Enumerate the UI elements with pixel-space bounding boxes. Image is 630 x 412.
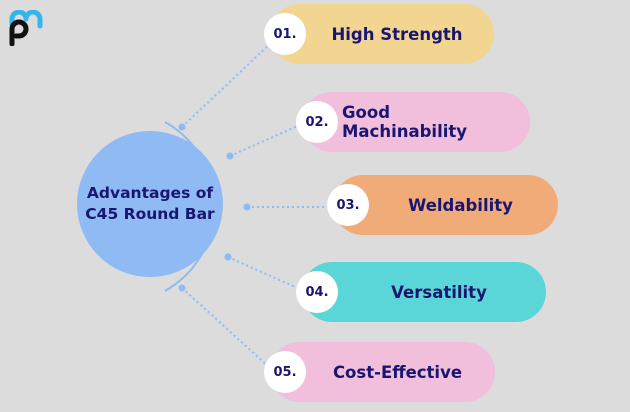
- item-label: High Strength: [331, 24, 463, 44]
- item-number: 01.: [264, 13, 306, 55]
- item-number: 04.: [296, 271, 338, 313]
- center-topic: Advantages of C45 Round Bar: [77, 131, 223, 277]
- item-number: 05.: [264, 351, 306, 393]
- item-number: 02.: [296, 101, 338, 143]
- advantage-item-5: 05. Cost-Effective: [264, 342, 495, 402]
- advantage-item-3: 03. Weldability: [327, 175, 558, 235]
- item-label: Weldability: [408, 195, 513, 215]
- advantage-item-2: 02. Good Machinability: [296, 92, 530, 152]
- center-topic-label: Advantages of C45 Round Bar: [85, 184, 215, 223]
- advantage-item-4: 04. Versatility: [296, 262, 546, 322]
- item-label: Versatility: [391, 282, 487, 302]
- brand-logo-icon: [9, 10, 43, 46]
- item-label: Good Machinability: [342, 103, 468, 141]
- item-number: 03.: [327, 184, 369, 226]
- item-label: Cost-Effective: [332, 362, 463, 382]
- advantage-item-1: 01. High Strength: [264, 4, 494, 64]
